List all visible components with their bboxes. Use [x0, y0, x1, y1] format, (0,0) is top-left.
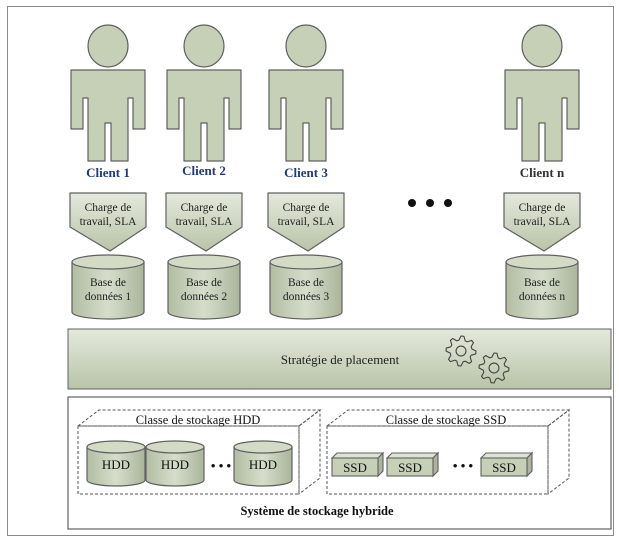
- database-label: Base de: [524, 277, 560, 289]
- workload-label: Charge de: [283, 202, 330, 214]
- workload-label: Charge de: [85, 202, 132, 214]
- client-label-2: Client 2: [182, 163, 226, 178]
- ssd-label: SSD: [492, 460, 516, 475]
- database-label: Base de: [186, 277, 222, 289]
- database-label: Base de: [288, 277, 324, 289]
- database-cylinder: Base de données 1: [71, 254, 145, 320]
- hdd-label: HDD: [161, 457, 189, 472]
- ssd-ellipsis: • • •: [453, 458, 474, 473]
- placement-strategy-box: [67, 328, 612, 390]
- person-icon: [268, 24, 344, 162]
- workload-label: travail, SLA: [80, 216, 138, 228]
- workload-label: travail, SLA: [514, 216, 572, 228]
- database-label: données 2: [181, 291, 228, 303]
- ssd-class-box: [325, 408, 571, 496]
- clients-ellipsis: [408, 199, 452, 207]
- hdd-label: HDD: [102, 457, 130, 472]
- client-label-3: Client 3: [284, 165, 328, 180]
- diagram-frame: [7, 6, 614, 536]
- workload-label: Charge de: [181, 202, 228, 214]
- ssd-drive: SSD: [330, 451, 385, 478]
- ssd-drive: SSD: [479, 451, 534, 478]
- ssd-label: SSD: [398, 460, 422, 475]
- workload-arrow: Charge de travail, SLA: [267, 192, 345, 252]
- placement-strategy-label: Stratégie de placement: [281, 352, 400, 367]
- workload-arrow: Charge de travail, SLA: [503, 192, 581, 252]
- ssd-class-label: Classe de stockage SSD: [386, 413, 506, 427]
- workload-arrow: Charge de travail, SLA: [69, 192, 147, 252]
- workload-label: Charge de: [519, 202, 566, 214]
- person-icon: [70, 24, 146, 162]
- client-label-n: Client n: [520, 165, 565, 180]
- client-label-1: Client 1: [86, 165, 130, 180]
- person-icon: [166, 24, 242, 162]
- person-icon: [504, 24, 580, 162]
- hdd-class-label: Classe de stockage HDD: [136, 413, 261, 427]
- hdd-label: HDD: [249, 457, 277, 472]
- database-cylinder: Base de données n: [505, 254, 579, 320]
- database-label: données 1: [85, 291, 132, 303]
- workload-arrow: Charge de travail, SLA: [165, 192, 243, 252]
- hdd-class-box: [76, 408, 322, 496]
- ssd-drive: SSD: [385, 451, 440, 478]
- workload-label: travail, SLA: [176, 216, 234, 228]
- hdd-disk: HDD: [145, 440, 205, 487]
- database-cylinder: Base de données 3: [269, 254, 343, 320]
- hybrid-storage-label: Système de stockage hybride: [240, 504, 394, 518]
- hdd-disk: HDD: [233, 440, 293, 487]
- hdd-ellipsis: • • •: [211, 458, 232, 473]
- database-label: données n: [519, 291, 566, 303]
- ssd-label: SSD: [343, 460, 367, 475]
- database-label: données 3: [283, 291, 330, 303]
- gears-icon: [445, 335, 510, 384]
- database-cylinder: Base de données 2: [167, 254, 241, 320]
- database-label: Base de: [90, 277, 126, 289]
- workload-label: travail, SLA: [278, 216, 336, 228]
- hdd-disk: HDD: [86, 440, 146, 487]
